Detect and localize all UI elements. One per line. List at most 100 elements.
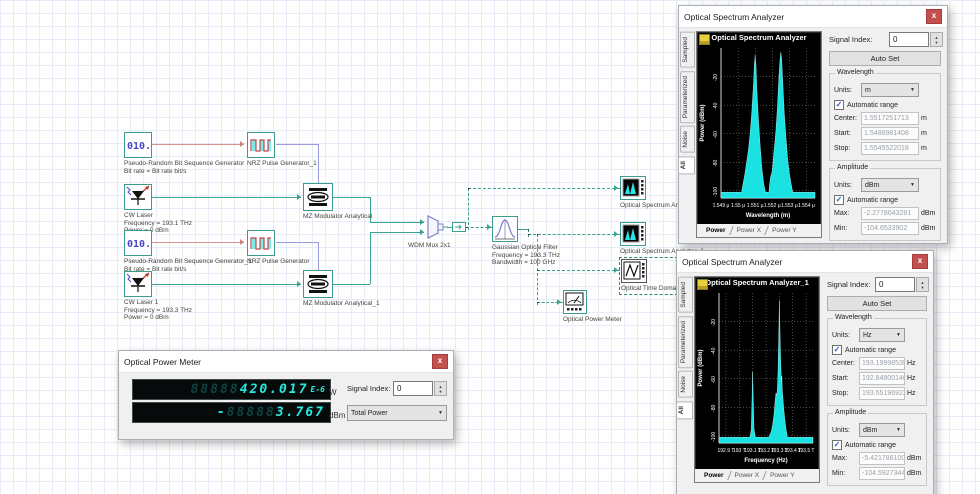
block-nrz-2[interactable]: NRZ Pulse Generator	[247, 230, 310, 266]
wire-mz2-out	[333, 284, 370, 285]
svg-text:010..: 010..	[127, 141, 152, 152]
window-titlebar[interactable]: Optical Spectrum Analyzer x	[677, 251, 933, 273]
min-field[interactable]: -104.6533902	[861, 222, 919, 235]
spin-down-icon[interactable]: ▼	[438, 388, 443, 394]
units-dropdown[interactable]: m▼	[861, 83, 919, 97]
watts-unit: W	[329, 388, 337, 397]
wire-dash-to-opm	[537, 302, 563, 303]
tab-power-y[interactable]: Power Y	[770, 472, 795, 479]
osa2-plot-panel[interactable]: Optical Spectrum Analyzer_1 -20-40-60-80…	[694, 276, 820, 483]
signal-index-stepper[interactable]: 0 ▲▼	[889, 32, 943, 47]
spinner-arrows[interactable]: ▲▼	[930, 32, 943, 47]
block-cw-laser-1[interactable]: CW Laser Frequency = 193.1 THz Power = 0…	[124, 184, 192, 235]
osa-icon	[620, 176, 646, 200]
auto-range-checkbox[interactable]: ✓	[832, 345, 842, 355]
spin-down-icon[interactable]: ▼	[934, 39, 939, 45]
close-icon[interactable]: x	[926, 9, 942, 24]
ghost-digits: 88888	[226, 405, 276, 420]
window-titlebar[interactable]: Optical Spectrum Analyzer x	[679, 6, 947, 28]
stop-unit: m	[921, 145, 927, 152]
block-mz-modulator-1[interactable]: MZ Modulator Analytical	[303, 183, 372, 221]
block-cw-laser-2[interactable]: CW Laser 1 Frequency = 193.3 THz Power =…	[124, 271, 192, 322]
spin-up-icon[interactable]: ▲	[934, 34, 939, 40]
block-mz-modulator-2[interactable]: MZ Modulator Analytical_1	[303, 270, 380, 308]
prbs-icon: 010..	[124, 132, 152, 158]
start-label: Start:	[834, 130, 851, 137]
max-field[interactable]: -2.2778043281	[861, 207, 919, 220]
block-nrz-1[interactable]: NRZ Pulse Generator_1	[247, 132, 317, 168]
center-field[interactable]: 193.19998535	[859, 357, 905, 370]
svg-text:-40: -40	[711, 347, 717, 354]
arrowhead-icon	[614, 267, 618, 273]
svg-text:193.5 T: 193.5 T	[798, 448, 815, 454]
center-field[interactable]: 1.5517251713	[861, 112, 919, 125]
auto-range-checkbox[interactable]: ✓	[832, 440, 842, 450]
signal-index-value[interactable]: 0	[393, 381, 433, 396]
block-optical-time-domain[interactable]: Optical Time Domain	[619, 257, 684, 295]
block-osa-1[interactable]: Optical Spectrum Analyzer	[620, 176, 697, 210]
block-gaussian-filter[interactable]: Gaussian Optical Filter Frequency = 193.…	[492, 216, 560, 267]
start-field[interactable]: 192.84800146	[859, 372, 905, 385]
close-icon[interactable]: x	[432, 354, 448, 369]
osa1-plot-panel[interactable]: Optical Spectrum Analyzer -20-40-60-80-1…	[696, 31, 822, 238]
plot-toolbar-icon[interactable]	[699, 34, 710, 45]
signal-index-value[interactable]: 0	[875, 277, 915, 292]
block-prbs-2[interactable]: 010.. Pseudo-Random Bit Sequence Generat…	[124, 230, 252, 273]
tab-all[interactable]: All	[676, 400, 693, 419]
close-icon[interactable]: x	[912, 254, 928, 269]
tab-parameterized[interactable]: Parameterized	[678, 315, 693, 368]
spinner-arrows[interactable]: ▲▼	[916, 277, 929, 292]
auto-set-button[interactable]: Auto Set	[827, 296, 927, 311]
plot-toolbar-icon[interactable]	[697, 279, 708, 290]
power-mode-dropdown[interactable]: Total Power▼	[347, 405, 447, 421]
spinner-arrows[interactable]: ▲▼	[434, 381, 447, 396]
signal-index-value[interactable]: 0	[889, 32, 929, 47]
auto-range-checkbox[interactable]: ✓	[834, 100, 844, 110]
tab-noise[interactable]: Noise	[680, 125, 695, 153]
tab-all[interactable]: All	[678, 155, 695, 174]
wire-dash-to-otdv	[537, 270, 620, 271]
auto-set-button[interactable]: Auto Set	[829, 51, 941, 66]
tab-parameterized[interactable]: Parameterized	[680, 70, 695, 123]
signal-index-stepper[interactable]: 0 ▲▼	[393, 381, 447, 396]
max-field[interactable]: -5.4217861005	[859, 452, 905, 465]
stop-field[interactable]: 1.5545522018	[861, 142, 919, 155]
tab-power-y[interactable]: Power Y	[772, 227, 797, 234]
auto-range-checkbox[interactable]: ✓	[834, 195, 844, 205]
inline-connector[interactable]	[452, 222, 466, 232]
spin-up-icon[interactable]: ▲	[438, 383, 443, 389]
tab-sampled[interactable]: Sampled	[678, 277, 693, 313]
tab-power-x[interactable]: Power X	[736, 227, 762, 234]
units-label: Units:	[832, 426, 850, 434]
tab-sampled[interactable]: Sampled	[680, 32, 695, 68]
spin-up-icon[interactable]: ▲	[920, 279, 925, 285]
window-title: Optical Spectrum Analyzer	[684, 11, 785, 22]
units-dropdown[interactable]: dBm▼	[861, 178, 919, 192]
window-titlebar[interactable]: Optical Power Meter x	[119, 351, 453, 373]
spin-down-icon[interactable]: ▼	[920, 284, 925, 290]
svg-text:Power (dBm): Power (dBm)	[700, 104, 706, 141]
block-label: Optical Spectrum Analyzer	[620, 202, 697, 209]
svg-text:-20: -20	[713, 74, 719, 81]
block-prbs-1[interactable]: 010.. Pseudo-Random Bit Sequence Generat…	[124, 132, 244, 175]
block-wdm-mux[interactable]: WDM Mux 2x1	[408, 214, 451, 250]
tab-power-x[interactable]: Power X	[734, 472, 760, 479]
signal-index-stepper[interactable]: 0 ▲▼	[875, 277, 929, 292]
block-optical-power-meter[interactable]: Optical Power Meter	[563, 290, 622, 324]
tab-power[interactable]: Power	[706, 227, 726, 234]
tab-power[interactable]: Power	[704, 472, 724, 479]
chevron-down-icon: ▼	[910, 87, 915, 93]
wire-nrz1-mz1-h	[276, 144, 319, 145]
units-dropdown[interactable]: dBm▼	[859, 423, 905, 437]
svg-text:-60: -60	[711, 376, 717, 383]
start-field[interactable]: 1.5488981408	[861, 127, 919, 140]
stop-field[interactable]: 193.55196923	[859, 387, 905, 400]
svg-text:-80: -80	[713, 159, 719, 166]
tab-noise[interactable]: Noise	[678, 370, 693, 398]
block-osa-2[interactable]: Optical Spectrum Analyzer_1	[620, 222, 704, 256]
min-field[interactable]: -104.5927344	[859, 467, 905, 480]
stop-unit: Hz	[907, 390, 916, 397]
units-dropdown[interactable]: Hz▼	[859, 328, 905, 342]
